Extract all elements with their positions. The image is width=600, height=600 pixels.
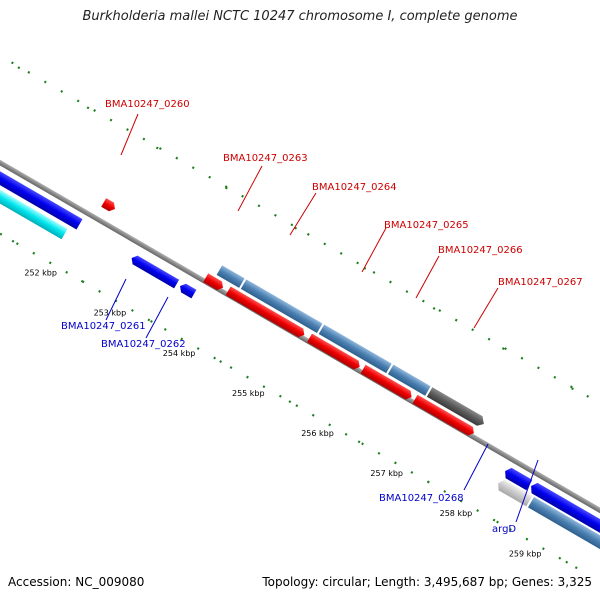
inner-tick-track xyxy=(0,194,593,578)
label-bma10247-0260[interactable]: BMA10247_0260 xyxy=(105,99,190,110)
gene-bma10247-0265[interactable] xyxy=(306,333,362,372)
ruler-label: 254 kbp xyxy=(163,349,196,358)
ruler-label: 252 kbp xyxy=(24,269,57,278)
gene-left-cyan[interactable] xyxy=(0,162,68,240)
gene-bma10247-0263-cds[interactable] xyxy=(216,265,245,288)
label-bma10247-0264[interactable]: BMA10247_0264 xyxy=(312,182,397,193)
gene-bma10247-0268-upstream[interactable] xyxy=(502,466,533,491)
reverse-callouts xyxy=(105,278,539,523)
map-title: Burkholderia mallei NCTC 10247 chromosom… xyxy=(82,9,518,24)
ruler-label: 255 kbp xyxy=(232,389,265,398)
red-gene-track xyxy=(203,273,477,438)
accession-text: Accession: NC_009080 xyxy=(8,575,145,589)
gene-blue-right[interactable] xyxy=(528,481,600,541)
gene-bma10247-0260[interactable] xyxy=(101,198,117,213)
label-bma10247-0266[interactable]: BMA10247_0266 xyxy=(438,245,523,256)
gene-bma10247-0267[interactable] xyxy=(412,394,477,438)
gene-bma10247-0264[interactable] xyxy=(225,286,307,339)
gene-bma10247-0264-cds[interactable] xyxy=(240,279,323,334)
gene-bma10247-0266[interactable] xyxy=(360,364,414,402)
label-argd[interactable]: argD xyxy=(492,524,516,535)
gene-bma10247-0262[interactable] xyxy=(178,282,197,299)
label-bma10247-0263[interactable]: BMA10247_0263 xyxy=(223,153,308,164)
ruler-label: 257 kbp xyxy=(370,469,403,478)
genome-summary: Topology: circular; Length: 3,495,687 bp… xyxy=(262,575,592,589)
gene-left-blue[interactable] xyxy=(0,148,83,230)
reverse-gene-labels: BMA10247_0261 BMA10247_0262 BMA10247_026… xyxy=(61,321,516,535)
ruler-label: 256 kbp xyxy=(301,429,334,438)
gene-bma10247-0267-cds[interactable] xyxy=(426,387,487,428)
forward-callouts xyxy=(120,113,499,329)
gene-bma10247-0265-cds[interactable] xyxy=(318,324,392,374)
ruler-label: 258 kbp xyxy=(440,509,473,518)
label-bma10247-0267[interactable]: BMA10247_0267 xyxy=(498,277,583,288)
gene-bma10247-0261[interactable] xyxy=(129,254,180,289)
label-bma10247-0268[interactable]: BMA10247_0268 xyxy=(379,493,464,504)
outer-tick-track xyxy=(10,61,600,446)
forward-gene-labels: BMA10247_0260 BMA10247_0263 BMA10247_026… xyxy=(105,99,583,288)
gene-bma10247-0263[interactable] xyxy=(203,273,225,292)
reverse-gene-track xyxy=(0,148,600,553)
gene-argd[interactable] xyxy=(527,496,600,553)
ruler-label: 259 kbp xyxy=(509,549,542,558)
label-bma10247-0265[interactable]: BMA10247_0265 xyxy=(384,220,469,231)
label-bma10247-0261[interactable]: BMA10247_0261 xyxy=(61,321,146,332)
steelblue-track xyxy=(216,265,487,428)
gene-bma10247-0266-cds[interactable] xyxy=(387,364,431,396)
label-bma10247-0262[interactable]: BMA10247_0262 xyxy=(101,339,186,350)
